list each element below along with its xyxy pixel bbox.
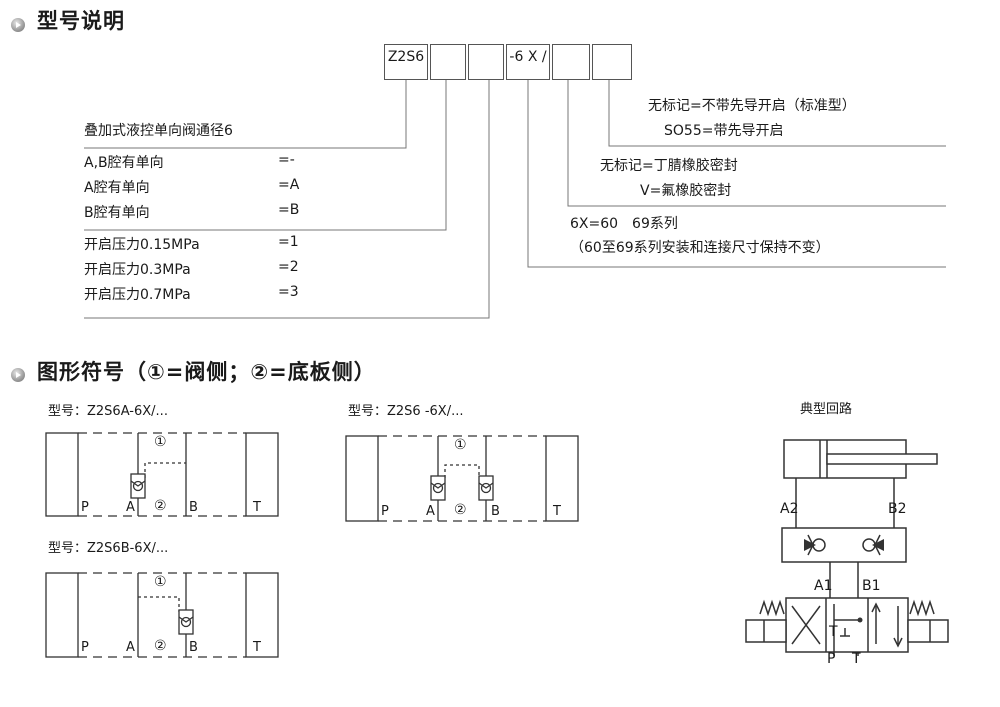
sym-a-port-t: T <box>253 500 261 515</box>
sym-ab-port-a: A <box>426 504 435 519</box>
pilot-line-0: 无标记=不带先导开启（标准型） <box>648 98 856 114</box>
circuit-a2: A2 <box>780 501 799 517</box>
code-box-base-label: Z2S6 <box>387 49 425 65</box>
pressure-value-1: =2 <box>278 259 299 275</box>
code-box-series: -6 X / <box>506 44 550 80</box>
symbol-ab-diagram <box>345 435 579 522</box>
symbol-ab-title: 型号：Z2S6 -6X/... <box>348 404 464 419</box>
chamber-label-0: A,B腔有单向 <box>84 155 164 171</box>
symbol-section-title: 图形符号（①=阀侧；②=底板侧） <box>37 360 376 384</box>
sym-b-port-a: A <box>126 640 135 655</box>
sym-a-circle1: ① <box>154 434 167 450</box>
chamber-label-2: B腔有单向 <box>84 205 150 221</box>
code-box-pilot <box>592 44 632 80</box>
pressure-label-2: 开启压力0.7MPa <box>84 287 191 303</box>
sym-b-circle1: ① <box>154 574 167 590</box>
sym-b-port-t: T <box>253 640 261 655</box>
sym-ab-port-t: T <box>553 504 561 519</box>
circuit-t-inner: T <box>829 624 838 640</box>
model-section-title: 型号说明 <box>37 9 125 33</box>
chamber-value-0: =- <box>278 152 295 168</box>
circuit-a1: A1 <box>814 578 833 594</box>
code-box-series-label: -6 X / <box>509 49 547 65</box>
sym-b-port-p: P <box>81 640 89 655</box>
chamber-value-1: =A <box>278 177 300 193</box>
sym-ab-port-b: B <box>491 504 500 519</box>
series-line-1: （60至69系列安装和连接尺寸保持不变） <box>570 240 830 256</box>
seal-line-0: 无标记=丁腈橡胶密封 <box>600 158 738 174</box>
pilot-line-1: SO55=带先导开启 <box>664 123 784 139</box>
symbol-b-title: 型号：Z2S6B-6X/... <box>48 541 169 556</box>
section-bullet-icon <box>11 18 25 32</box>
sym-a-port-a: A <box>126 500 135 515</box>
chamber-value-2: =B <box>278 202 300 218</box>
circuit-p: P <box>827 651 836 667</box>
pressure-label-0: 开启压力0.15MPa <box>84 237 200 253</box>
sym-ab-circle2: ② <box>454 502 467 518</box>
sym-ab-circle1: ① <box>454 437 467 453</box>
symbol-a-title: 型号：Z2S6A-6X/... <box>48 404 168 419</box>
sym-b-port-b: B <box>189 640 198 655</box>
circuit-b2: B2 <box>888 501 907 517</box>
pressure-value-2: =3 <box>278 284 299 300</box>
section-bullet-icon <box>11 368 25 382</box>
symbol-a-diagram <box>45 432 279 517</box>
sym-a-circle2: ② <box>154 498 167 514</box>
symbol-b-diagram <box>45 572 279 658</box>
series-line-0: 6X=60 69系列 <box>570 216 678 232</box>
pressure-value-0: =1 <box>278 234 299 250</box>
sym-a-port-b: B <box>189 500 198 515</box>
sym-a-port-p: P <box>81 500 89 515</box>
sym-ab-port-p: P <box>381 504 389 519</box>
desc-title: 叠加式液控单向阀通径6 <box>84 123 233 139</box>
model-leader-lines <box>84 80 946 319</box>
code-box-chamber <box>430 44 466 80</box>
pressure-label-1: 开启压力0.3MPa <box>84 262 191 278</box>
code-box-seal <box>552 44 590 80</box>
code-box-base: Z2S6 <box>384 44 428 80</box>
circuit-b1: B1 <box>862 578 881 594</box>
circuit-title: 典型回路 <box>800 402 853 417</box>
sym-b-circle2: ② <box>154 638 167 654</box>
chamber-label-1: A腔有单向 <box>84 180 150 196</box>
circuit-t: T <box>852 651 861 667</box>
code-box-pressure <box>468 44 504 80</box>
seal-line-1: V=氟橡胶密封 <box>640 183 732 199</box>
